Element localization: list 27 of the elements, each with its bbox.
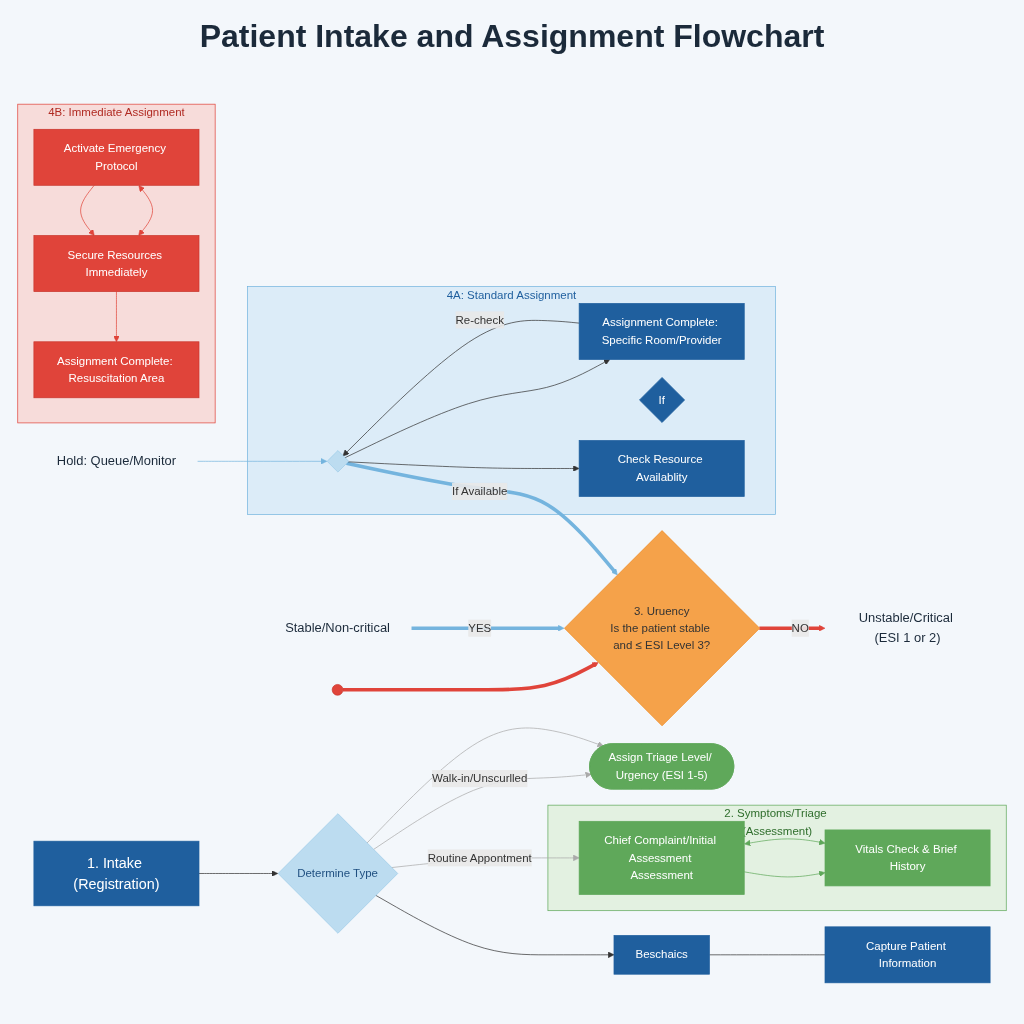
node-text: Hold: Queue/Monitor — [56, 453, 177, 469]
node-text: Stable/Non-critical — [285, 620, 390, 636]
edge-label: NO — [791, 621, 809, 634]
node-box: 1. Intake (Registration) — [33, 840, 200, 907]
node-box: Chief Complaint/Initial Assessment Assessment — [578, 820, 745, 895]
title: Patient Intake and Assignment Flowchart — [199, 18, 825, 55]
edge-label: If Available — [452, 485, 508, 498]
edge-label: Re-check — [455, 313, 504, 326]
node-box: Secure Resources Immediately — [33, 235, 200, 292]
node-circle — [331, 684, 344, 696]
node-box: Activate Emergency Protocol — [33, 128, 200, 186]
node-diamond: If — [639, 377, 685, 423]
arrow — [411, 625, 565, 632]
arrow — [342, 662, 599, 692]
node-box: Beschaics — [613, 935, 710, 975]
node-diamond: Determine Type — [277, 813, 399, 934]
node-box: Assignment Complete: Specific Room/Provider — [578, 303, 745, 360]
node-diamond: 3. Uruency Is the patient stable and ≤ ESI Level 3? — [564, 530, 761, 727]
edge-label: Walk-in/Unscurlled — [432, 772, 528, 785]
node-box: Capture Patient Information — [824, 926, 991, 984]
node-box: Check Resource Availablity — [578, 440, 745, 497]
node-box: Assignment Complete: Resuscitation Area — [33, 341, 200, 399]
edge-label: Routine Appontment — [427, 851, 532, 864]
edge-label: YES — [468, 621, 492, 634]
node-text: Unstable/Critical (ESI 1 or 2) — [858, 610, 953, 645]
node-diamond — [326, 450, 350, 473]
node-box: Vitals Check & Brief History — [824, 829, 991, 887]
